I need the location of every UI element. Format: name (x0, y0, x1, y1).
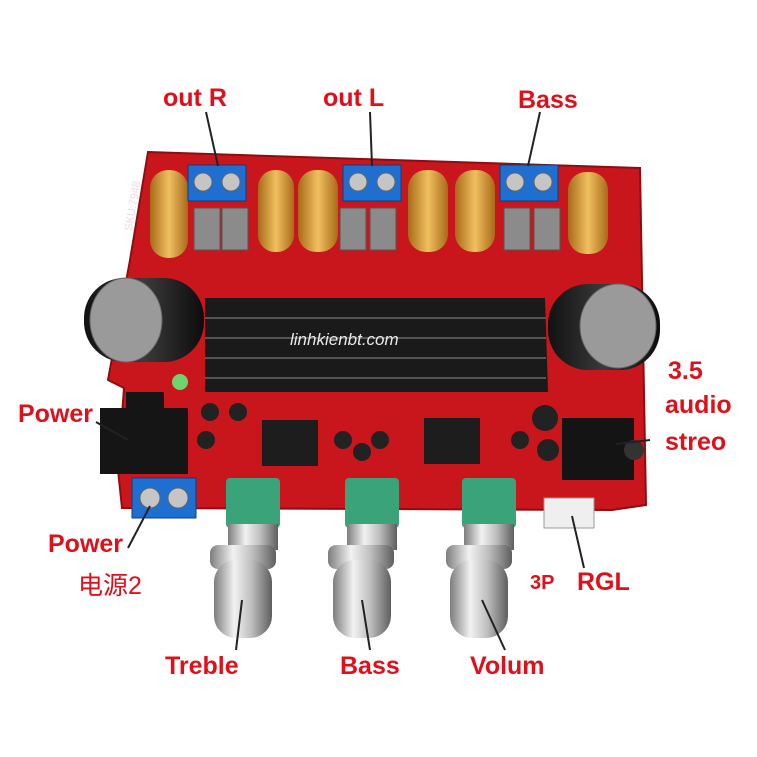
label-audio-3: streo (665, 428, 727, 456)
label-power: Power (18, 400, 94, 428)
terminal-bass (499, 164, 559, 202)
watermark: linhkienbt.com (290, 330, 399, 349)
label-power2-2: 电源2 (78, 572, 142, 600)
label-out-l: out L (323, 84, 385, 112)
label-rgl: RGL (577, 568, 630, 596)
label-3p: 3P (530, 572, 555, 594)
label-bass-bottom: Bass (340, 652, 400, 680)
knob-bass (328, 478, 399, 638)
label-treble: Treble (165, 652, 239, 680)
inductor-coils (150, 170, 608, 258)
knob-volum (446, 478, 516, 638)
label-volum: Volum (470, 652, 545, 680)
audio-jack (562, 418, 634, 480)
terminal-out-r (187, 164, 247, 202)
terminal-out-l (342, 164, 402, 202)
label-bass-top: Bass (518, 86, 578, 114)
label-out-r: out R (163, 84, 227, 112)
capacitor-left (84, 277, 204, 363)
label-power2-1: Power (48, 530, 124, 558)
label-audio-1: 3.5 (668, 357, 703, 385)
dc-power-jack (100, 408, 188, 474)
heatsink (205, 298, 548, 392)
label-audio-2: audio (665, 391, 732, 419)
capacitor-right (548, 283, 660, 370)
terminal-power2 (131, 477, 197, 519)
knob-treble (210, 478, 280, 638)
connector-3p (543, 497, 595, 529)
